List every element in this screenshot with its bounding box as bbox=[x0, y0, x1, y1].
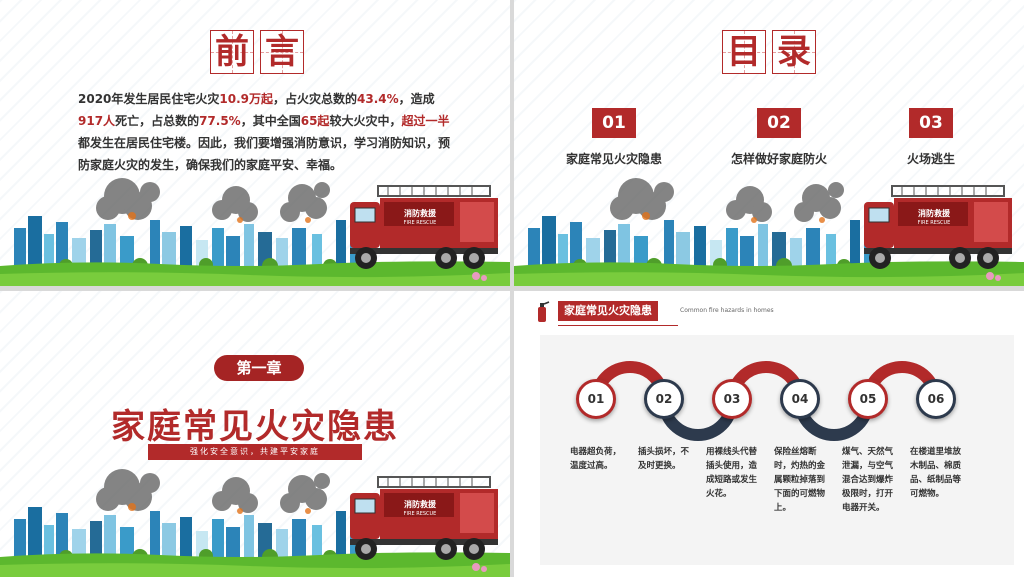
city-firetruck-illustration: 消防救援 FIRE RESCUE bbox=[0, 178, 510, 286]
hazard-text: 保险丝熔断时，灼热的金属颗粒掉落到下面的可燃物上。 bbox=[774, 447, 826, 513]
body-text: 较大火灾中， bbox=[329, 114, 402, 128]
chapter-subtitle: 强化安全意识，共建平安家庭 bbox=[148, 444, 362, 460]
toc-number: 03 bbox=[909, 108, 953, 138]
flower-decoration bbox=[472, 272, 487, 281]
smoke-clouds bbox=[96, 178, 330, 222]
wave-connector bbox=[590, 361, 942, 441]
chapter-title: 家庭常见火灾隐患 bbox=[111, 407, 399, 447]
body-text: 2020年发生居民住宅火灾 bbox=[78, 92, 220, 106]
smoke-clouds bbox=[610, 178, 844, 222]
hazard-number: 06 bbox=[916, 379, 956, 419]
slide-contents[interactable]: 目 录 01 家庭常见火灾隐患 02 怎样做好家庭防火 03 火场逃生 bbox=[514, 0, 1024, 286]
truck-label-english: FIRE RESCUE bbox=[918, 220, 951, 226]
slide-title: 目 录 bbox=[722, 30, 816, 74]
toc-number: 01 bbox=[592, 108, 636, 138]
body-text: 死亡，占总数的 bbox=[115, 114, 200, 128]
city-buildings bbox=[14, 216, 356, 268]
slide-preface[interactable]: 前 言 2020年发生居民住宅火灾10.9万起，占火灾总数的43.4%，造成 91… bbox=[0, 0, 510, 286]
hazard-number: 04 bbox=[780, 379, 820, 419]
hazard-text: 插头损坏，不及时更换。 bbox=[638, 447, 690, 471]
hazard-number: 01 bbox=[576, 379, 616, 419]
slide-chapter-one[interactable]: 第一章 家庭常见火灾隐患 强化安全意识，共建平安家庭 bbox=[0, 291, 510, 577]
hazard-number: 05 bbox=[848, 379, 888, 419]
title-char: 目 bbox=[727, 32, 761, 72]
title-char: 前 bbox=[215, 32, 249, 72]
toc-label[interactable]: 火场逃生 bbox=[906, 152, 955, 166]
highlight-text: 43.4% bbox=[357, 92, 399, 106]
preface-paragraph: 2020年发生居民住宅火灾10.9万起，占火灾总数的43.4%，造成 917人死亡… bbox=[78, 88, 458, 176]
title-char-box: 前 bbox=[210, 30, 254, 74]
highlight-text: 65起 bbox=[300, 114, 330, 128]
title-char-box: 目 bbox=[722, 30, 766, 74]
title-char: 言 bbox=[265, 32, 299, 72]
body-text: 都发生在居民住宅楼。因此，我们要增强消防意识，学习消防知识，预防家庭火灾的发生，… bbox=[78, 136, 451, 172]
header-divider bbox=[558, 325, 678, 326]
fire-extinguisher-icon bbox=[538, 301, 550, 322]
body-text: ，造成 bbox=[398, 92, 435, 106]
highlight-text: 超过一半 bbox=[401, 114, 450, 128]
toc-number: 02 bbox=[757, 108, 801, 138]
hazard-number: 03 bbox=[712, 379, 752, 419]
city-firetruck-illustration: 消防救援 FIRE RESCUE bbox=[0, 469, 510, 577]
chapter-badge: 第一章 bbox=[214, 355, 304, 381]
city-firetruck-illustration: 消防救援 FIRE RESCUE bbox=[514, 178, 1024, 286]
toc-label[interactable]: 家庭常见火灾隐患 bbox=[565, 152, 662, 166]
truck-label-english: FIRE RESCUE bbox=[404, 511, 437, 517]
highlight-text: 77.5% bbox=[199, 114, 241, 128]
truck-label: 消防救援 bbox=[918, 208, 951, 218]
truck-label-english: FIRE RESCUE bbox=[404, 220, 437, 226]
city-buildings bbox=[528, 216, 870, 268]
title-char-box: 言 bbox=[260, 30, 304, 74]
fire-truck bbox=[864, 185, 1012, 269]
title-char: 录 bbox=[777, 32, 811, 72]
hazard-text: 用裸线头代替插头使用，造成短路或发生火花。 bbox=[706, 447, 758, 499]
truck-label: 消防救援 bbox=[404, 208, 437, 218]
hazard-text: 电器超负荷，温度过高。 bbox=[570, 447, 622, 471]
body-text: ，其中全国 bbox=[240, 114, 301, 128]
slide-hazards[interactable]: 家庭常见火灾隐患 Common fire hazards in homes 01… bbox=[514, 291, 1024, 577]
flower-decoration bbox=[986, 272, 1001, 281]
flower-decoration bbox=[472, 563, 487, 572]
slide-title: 前 言 bbox=[210, 30, 304, 74]
body-text: ，占火灾总数的 bbox=[273, 92, 358, 106]
section-header-english: Common fire hazards in homes bbox=[680, 307, 774, 314]
hazard-text: 在楼道里堆放木制品、棉质品、纸制品等可燃物。 bbox=[910, 447, 962, 499]
hazard-number: 02 bbox=[644, 379, 684, 419]
toc-label[interactable]: 怎样做好家庭防火 bbox=[730, 152, 827, 166]
truck-label: 消防救援 bbox=[404, 499, 437, 509]
smoke-clouds bbox=[96, 469, 330, 513]
fire-truck bbox=[350, 476, 498, 560]
fire-truck bbox=[350, 185, 498, 269]
city-buildings bbox=[14, 507, 356, 559]
highlight-text: 10.9万起 bbox=[219, 92, 274, 106]
section-header: 家庭常见火灾隐患 bbox=[558, 301, 658, 321]
highlight-text: 917人 bbox=[78, 114, 116, 128]
title-char-box: 录 bbox=[772, 30, 816, 74]
hazard-text: 煤气、天然气泄漏，与空气混合达到爆炸极限时，打开电器开关。 bbox=[842, 447, 894, 513]
